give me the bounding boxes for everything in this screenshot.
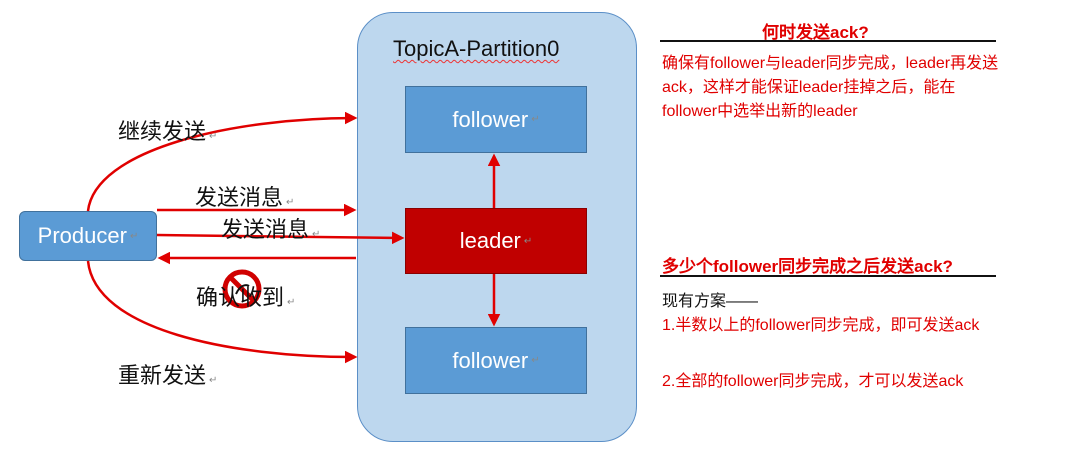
follower-bottom-node[interactable]: follower↵ (405, 327, 587, 394)
confirm-received-label: 确认收到↵ (196, 285, 296, 310)
send-message-label-1: 发送消息↵ (195, 185, 295, 210)
send-message-arrow-2 (156, 231, 405, 245)
resend-label: 重新发送↵ (118, 363, 218, 388)
send-message-label-2: 发送消息↵ (221, 217, 321, 242)
no-entry-icon (222, 269, 262, 309)
producer-label: Producer (37, 223, 127, 248)
resend-arrow (86, 260, 358, 364)
plan-intro: 现有方案—— (662, 293, 759, 310)
continue-send-label: 继续发送↵ (118, 119, 218, 144)
follower-top-node[interactable]: follower↵ (405, 86, 587, 153)
topic-title: TopicA-Partition0 (393, 36, 560, 61)
follower-top-label: follower (452, 106, 529, 132)
continue-send-arrow (86, 111, 358, 212)
divider-top (660, 40, 996, 42)
when-ack-title: 何时发送ack? (762, 23, 869, 42)
divider-middle (660, 275, 996, 277)
leader-node[interactable]: leader↵ (405, 208, 587, 274)
follower-bottom-label: follower (452, 347, 529, 373)
when-ack-body: 确保有follower与leader同步完成，leader再发送ack，这样才能… (662, 55, 999, 120)
leader-label: leader (459, 228, 521, 253)
plan-2: 2.全部的follower同步完成，才可以发送ack (662, 373, 964, 390)
how-many-title: 多少个follower同步完成之后发送ack? (662, 257, 953, 276)
producer-node[interactable]: Producer↵ (19, 211, 157, 261)
plan-1: 1.半数以上的follower同步完成，即可发送ack (662, 317, 980, 334)
